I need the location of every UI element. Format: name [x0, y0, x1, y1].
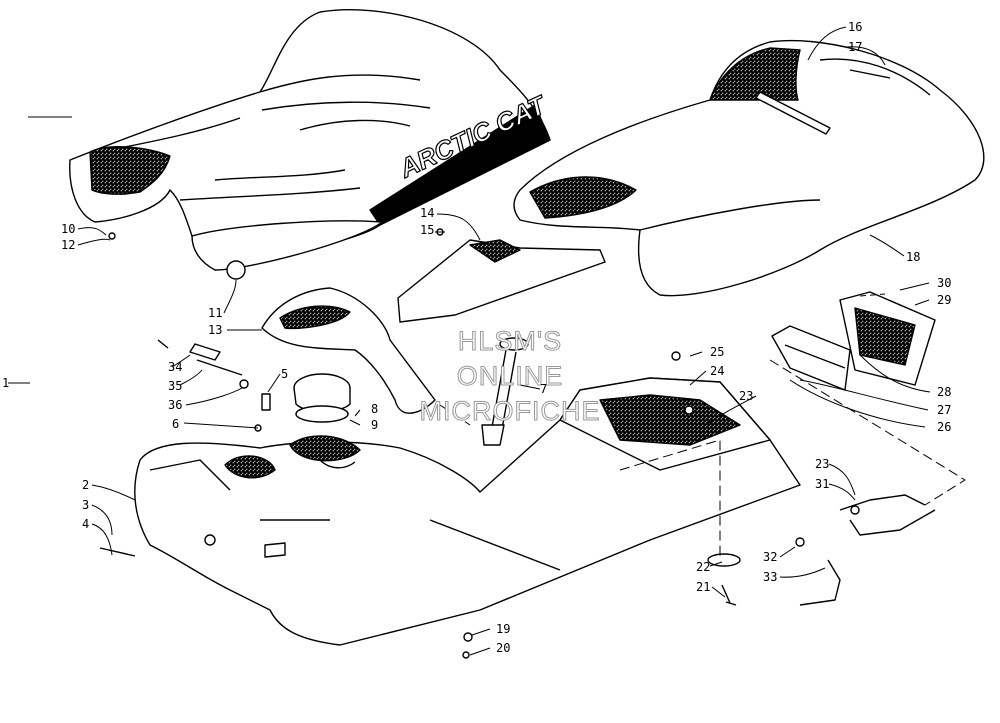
callout-30: 30: [937, 276, 952, 290]
callout-18: 18: [906, 250, 921, 264]
callout-33: 33: [763, 570, 778, 584]
callout-4: 4: [82, 517, 90, 531]
callout-34: 34: [168, 360, 183, 374]
callout-27: 27: [937, 403, 952, 417]
fasteners-drawing: [99, 339, 741, 659]
callout-23b: 23: [815, 457, 830, 471]
leader-lines: [8, 26, 966, 656]
callout-26: 26: [937, 420, 952, 434]
seat-base-drawing: [261, 287, 436, 414]
callout-13: 13: [208, 323, 223, 337]
callout-21: 21: [696, 580, 711, 594]
callout-10: 10: [61, 222, 76, 236]
callout-24: 24: [710, 364, 725, 378]
callout-28: 28: [937, 385, 952, 399]
wire-harness-drawing: [795, 494, 936, 606]
seat-assembly-drawing: [513, 39, 985, 297]
callout-35: 35: [168, 379, 183, 393]
callout-6: 6: [172, 417, 180, 431]
callout-17: 17: [848, 40, 863, 54]
gas-cap-drawing: [293, 373, 351, 423]
callout-23a: 23: [739, 389, 754, 403]
callout-16: 16: [848, 20, 863, 34]
callout-1: 1: [2, 376, 10, 390]
callout-5: 5: [281, 367, 289, 381]
callout-20: 20: [496, 641, 511, 655]
seat-cover-drawing: ARCTIC CAT: [69, 9, 552, 280]
callout-7: 7: [540, 382, 548, 396]
callout-9: 9: [371, 418, 379, 432]
callout-14: 14: [420, 206, 435, 220]
fuel-tank-drawing: [134, 377, 801, 646]
callout-12: 12: [61, 238, 76, 252]
callout-29: 29: [937, 293, 952, 307]
callout-36: 36: [168, 398, 183, 412]
fuel-sender-drawing: [481, 337, 529, 446]
callout-32: 32: [763, 550, 778, 564]
callout-15: 15: [420, 223, 435, 237]
watermark-line-2: ONLINE: [456, 361, 564, 392]
callout-11: 11: [208, 306, 223, 320]
callout-31: 31: [815, 477, 830, 491]
taillight-drawing: [771, 291, 936, 391]
watermark-line-1: HLSM'S: [457, 326, 563, 357]
callout-8: 8: [371, 402, 379, 416]
callout-19: 19: [496, 622, 511, 636]
bracket-drawing: [397, 228, 606, 323]
callout-2: 2: [82, 478, 90, 492]
callout-3: 3: [82, 498, 90, 512]
callout-25: 25: [710, 345, 725, 359]
callout-22: 22: [696, 560, 711, 574]
watermark-line-3: MICROFICHE: [419, 396, 601, 427]
